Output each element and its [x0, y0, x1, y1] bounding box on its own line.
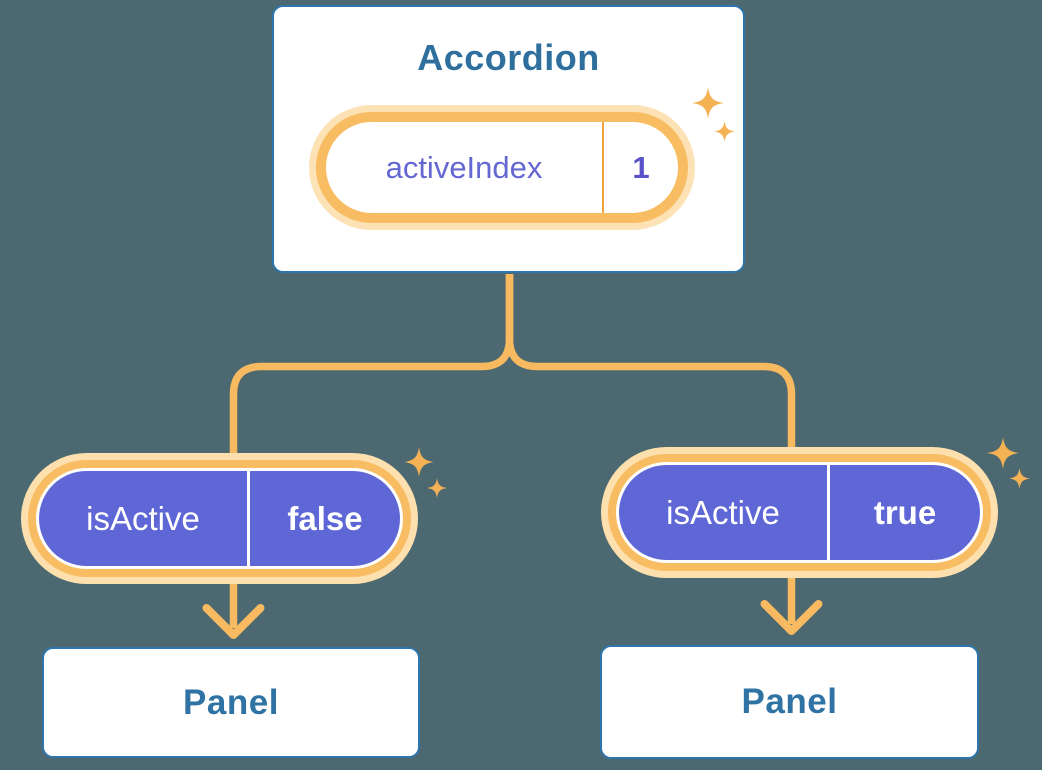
sparkle-icon	[427, 478, 447, 498]
panel-title: Panel	[741, 682, 838, 721]
state-pill: activeIndex 1	[309, 105, 695, 230]
sparkle-icon	[404, 447, 434, 477]
prop-pill-value: true	[827, 465, 980, 560]
panel-card-left: Panel	[42, 647, 420, 758]
state-pill-value: 1	[602, 122, 678, 213]
prop-pill-label: isActive	[86, 499, 200, 537]
prop-pill-ring: isActive true	[608, 454, 991, 571]
prop-pill-left: isActive false	[21, 453, 418, 584]
prop-pill-body: isActive false	[39, 471, 400, 566]
prop-pill-inner-border: isActive true	[616, 462, 983, 563]
prop-pill-right: isActive true	[601, 447, 998, 578]
sparkle-icon	[987, 437, 1019, 469]
accordion-title: Accordion	[417, 37, 600, 78]
prop-pill-label: isActive	[666, 493, 780, 531]
state-pill-ring: activeIndex 1	[316, 112, 688, 223]
arrow-down-right-icon	[760, 600, 823, 635]
accordion-card: Accordion activeIndex 1	[272, 5, 745, 273]
prop-pill-body: isActive true	[619, 465, 980, 560]
panel-title: Panel	[183, 682, 279, 722]
arrow-down-left-icon	[202, 604, 265, 639]
prop-pill-value: false	[247, 471, 400, 566]
connector-left-branch	[229, 274, 514, 458]
sparkle-icon	[1009, 468, 1030, 489]
prop-pill-inner-border: isActive false	[36, 468, 403, 569]
state-pill-label: activeIndex	[385, 149, 543, 185]
connector-right-branch	[505, 274, 796, 452]
prop-pill-ring: isActive false	[28, 460, 411, 577]
panel-card-right: Panel	[600, 645, 979, 759]
